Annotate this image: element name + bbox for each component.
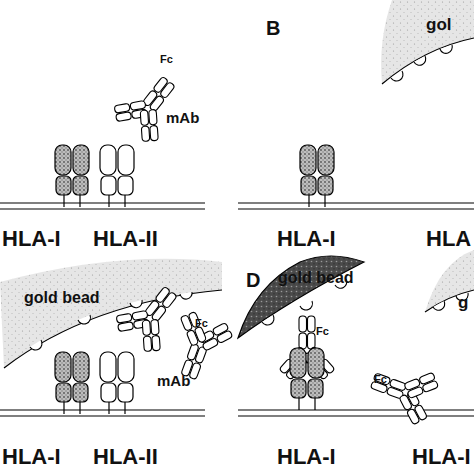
label-text: Fc: [316, 326, 329, 337]
label-text: HLA-I: [277, 228, 336, 250]
hla-class-i-molecule: [55, 352, 89, 414]
monoclonal-antibody: [108, 64, 191, 149]
label-text: gold bead: [24, 290, 100, 306]
label-text: Fc: [160, 54, 173, 65]
label-text: HLA-I: [277, 446, 336, 468]
hla-class-i-molecule: [290, 348, 324, 410]
protein-a-bumps: [433, 293, 468, 310]
hla-class-ii-molecule: [100, 145, 134, 207]
label-text: D: [246, 270, 260, 290]
hla-class-i-molecule: [300, 145, 334, 207]
label-text: HLA-II: [93, 446, 158, 468]
gold-bead: [425, 250, 474, 312]
gold-bead-edge: [382, 38, 474, 84]
label-text: HLA-II: [93, 228, 158, 250]
gold-bead-edge: [425, 290, 474, 312]
label-text: HLA: [426, 228, 471, 250]
label-text: gol: [426, 16, 452, 33]
label-text: Fc: [195, 318, 208, 329]
label-text: HLA-I: [412, 446, 471, 468]
protein-a-bumps: [391, 45, 452, 81]
label-text: g: [458, 294, 468, 311]
label-text: Fc: [374, 374, 387, 385]
label-text: B: [266, 18, 280, 38]
label-text: gold bead: [278, 270, 354, 286]
monoclonal-antibody: [110, 274, 193, 359]
hla-class-i-molecule: [55, 145, 89, 207]
label-text: HLA-I: [2, 228, 61, 250]
label-text: mAb: [157, 373, 190, 388]
label-text: HLA-I: [2, 446, 61, 468]
hla-class-ii-molecule: [100, 352, 134, 414]
antibody-on-bead: [279, 316, 335, 380]
free-antibody: [363, 354, 442, 429]
gold-bead: [381, 0, 474, 84]
label-text: mAb: [166, 110, 199, 125]
